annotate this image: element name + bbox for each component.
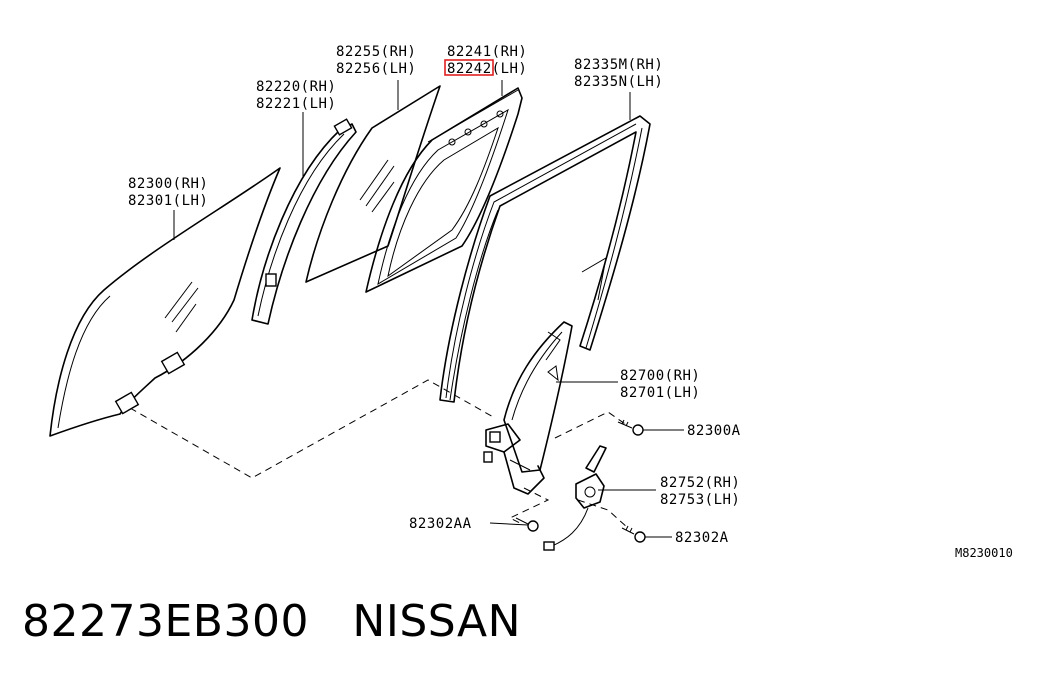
label-82255: 82255(RH) (336, 44, 416, 60)
label-82302aa: 82302AA (409, 516, 472, 532)
bolt-82302a (621, 525, 646, 543)
label-82335n: 82335N(LH) (574, 74, 663, 90)
regulator-motor (543, 445, 607, 551)
label-82241: 82241(RH) (447, 44, 527, 60)
label-82701: 82701(LH) (620, 385, 700, 401)
label-82242: 82242(LH) (447, 61, 527, 77)
caption-part-number: 82273EB300 (22, 596, 309, 647)
label-82300a: 82300A (687, 423, 741, 439)
label-82335m: 82335M(RH) (574, 57, 663, 73)
label-82242-rest: 2(LH) (483, 61, 528, 77)
highlight-box (444, 59, 494, 76)
part-caption: 82273EB300 NISSAN (22, 596, 521, 647)
caption-brand: NISSAN (352, 596, 522, 647)
label-82221: 82221(LH) (256, 96, 336, 112)
door-glass (49, 167, 281, 437)
front-sash (251, 118, 357, 325)
assembly-dashed-line-bolt (554, 411, 629, 439)
label-82300: 82300(RH) (128, 176, 208, 192)
label-82302a: 82302A (675, 530, 729, 546)
assembly-dashed-line-lower (508, 487, 550, 525)
diagram-ref-code: M8230010 (955, 546, 1013, 560)
assembly-dashed-line-motor (577, 499, 629, 529)
label-82700: 82700(RH) (620, 368, 700, 384)
bolt-82300a (617, 419, 644, 436)
label-82242-highlighted: 8224 (447, 61, 483, 77)
window-regulator (483, 321, 573, 495)
label-82301: 82301(LH) (128, 193, 208, 209)
partition-sash (365, 87, 523, 293)
label-82220: 82220(RH) (256, 79, 336, 95)
glass-run (439, 115, 651, 403)
bolt-82302aa (515, 517, 539, 532)
leader-82302aa (489, 522, 529, 526)
label-82752: 82752(RH) (660, 475, 740, 491)
label-82256: 82256(LH) (336, 61, 416, 77)
assembly-dashed-line (129, 379, 496, 479)
label-82753: 82753(LH) (660, 492, 740, 508)
